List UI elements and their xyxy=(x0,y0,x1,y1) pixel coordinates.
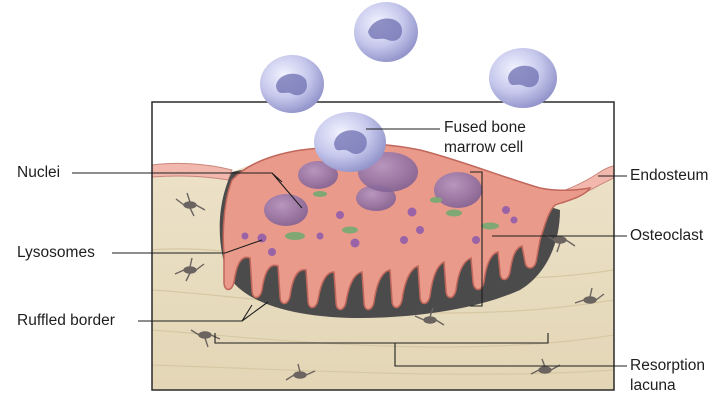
label-osteoclast: Osteoclast xyxy=(630,227,704,244)
leader-lysosomes xyxy=(112,239,263,254)
leader-resorption-lacuna xyxy=(214,333,627,367)
nucleus xyxy=(264,194,308,226)
mitochondria-group xyxy=(285,191,499,240)
marrow-cell xyxy=(489,48,557,108)
leader-ruffled-border xyxy=(138,301,269,322)
leader-lines xyxy=(72,128,627,367)
label-endosteum: Endosteum xyxy=(630,167,709,184)
leader-nuclei-bracket xyxy=(470,171,483,307)
bone-marrow-cells xyxy=(260,2,557,172)
label-nuclei: Nuclei xyxy=(17,164,61,181)
osteocytes xyxy=(174,192,605,381)
label-lysosomes: Lysosomes xyxy=(17,244,95,261)
panel-border xyxy=(151,101,615,391)
label-resorption-lacuna: Resorption lacuna xyxy=(630,357,705,394)
nucleus xyxy=(434,172,482,208)
marrow-cell xyxy=(354,2,418,62)
leader-nuclei xyxy=(72,172,303,209)
label-fused-bone-marrow-cell: Fused bone marrow cell xyxy=(444,119,526,156)
nucleus xyxy=(298,161,338,189)
fused-marrow-cell xyxy=(314,112,386,172)
lysosomes-group xyxy=(241,206,518,256)
endosteum-left xyxy=(152,162,233,181)
label-ruffled-border: Ruffled border xyxy=(17,312,115,329)
marrow-cell xyxy=(260,55,324,113)
